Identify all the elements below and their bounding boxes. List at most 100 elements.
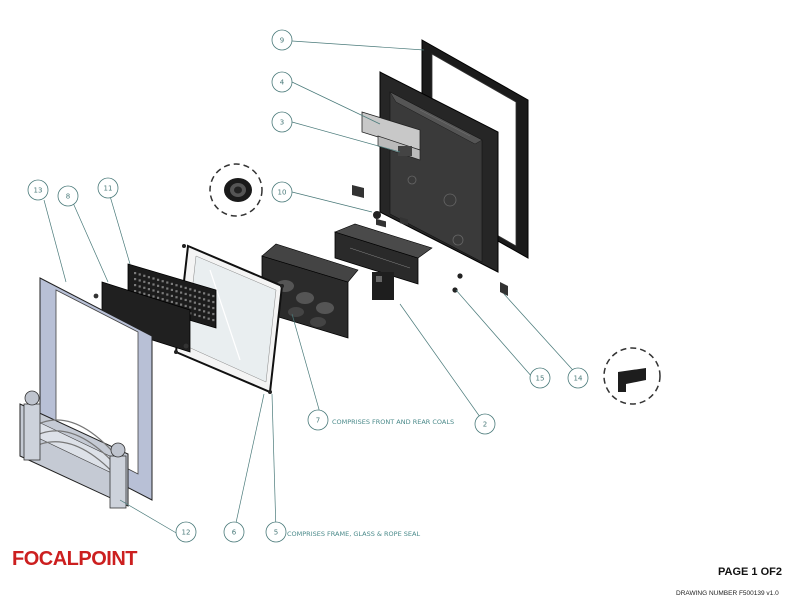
mesh-hole	[198, 302, 201, 306]
mesh-hole	[166, 287, 169, 290]
part-4-control-bracket	[361, 111, 421, 228]
mesh-hole	[207, 293, 210, 296]
mesh-hole	[175, 296, 178, 299]
mesh-hole	[212, 312, 215, 316]
mesh-hole	[152, 289, 155, 292]
callout-circle	[265, 521, 287, 543]
part-11-mesh-grille	[127, 263, 217, 329]
part-15-screw	[452, 273, 463, 293]
callout-number: 14	[574, 375, 583, 383]
mesh-hole	[143, 286, 146, 289]
mesh-hole	[203, 316, 206, 319]
callout-7: 7	[307, 409, 329, 431]
mesh-hole	[203, 304, 206, 307]
mesh-hole	[198, 290, 201, 294]
callout-13: 13	[27, 179, 49, 201]
callout-4: 4	[271, 71, 293, 93]
mesh-hole	[161, 280, 164, 283]
mesh-hole	[166, 299, 169, 302]
callout-number: 5	[274, 529, 278, 537]
mesh-hole	[193, 313, 196, 316]
mesh-hole	[138, 285, 141, 288]
callout-circle	[271, 181, 293, 203]
mesh-hole	[152, 295, 155, 298]
callout-number: 8	[66, 193, 70, 201]
mesh-hole	[189, 300, 192, 303]
mesh-hole	[152, 277, 155, 280]
callout-number: 11	[104, 185, 113, 193]
callout-number: 12	[182, 529, 191, 537]
mesh-hole	[212, 294, 215, 298]
callout-circle	[271, 111, 293, 133]
mesh-hole	[147, 282, 150, 285]
mesh-hole	[198, 296, 201, 300]
mesh-hole	[134, 290, 137, 293]
mesh-hole	[161, 292, 164, 295]
mesh-hole	[147, 288, 150, 291]
firebox-top-bracket	[352, 185, 364, 198]
mesh-hole	[193, 307, 196, 310]
mesh-hole	[170, 288, 173, 291]
mesh-hole	[138, 273, 141, 276]
mesh-hole	[166, 281, 169, 284]
focalpoint-logo: FOCALPOINT	[12, 548, 138, 570]
mesh-hole	[207, 305, 210, 308]
callout-15: 15	[529, 367, 551, 389]
callout-circle	[175, 521, 197, 543]
callout-number: 3	[280, 119, 284, 127]
mesh-hole	[152, 283, 155, 286]
mesh-hole	[184, 304, 187, 308]
leader-lines	[43, 40, 581, 535]
callout-6: 6	[223, 521, 245, 543]
mesh-hole	[189, 288, 192, 291]
callout-number: 10	[278, 189, 287, 197]
mesh-hole	[180, 285, 183, 288]
callout-circle	[474, 413, 496, 435]
mesh-hole	[134, 272, 137, 275]
mesh-hole	[184, 298, 187, 302]
callout-3: 3	[271, 111, 293, 133]
mesh-hole	[143, 292, 146, 295]
part-2-burner-tray	[334, 223, 433, 300]
mesh-hole	[170, 282, 173, 285]
mesh-hole	[147, 276, 150, 279]
callout-12: 12	[175, 521, 197, 543]
mesh-hole	[189, 306, 192, 309]
mesh-hole	[207, 299, 210, 302]
note-5-frame-glass: COMPRISES FRAME, GLASS & ROPE SEAL	[287, 530, 420, 538]
callout-circle	[223, 521, 245, 543]
mesh-hole	[212, 318, 215, 322]
mesh-hole	[180, 297, 183, 300]
note-7-coals: COMPRISES FRONT AND REAR COALS	[332, 418, 454, 426]
callout-circle	[57, 185, 79, 207]
mesh-hole	[203, 298, 206, 301]
mesh-hole	[212, 300, 215, 304]
callout-number: 4	[280, 79, 285, 87]
mesh-hole	[157, 296, 160, 299]
mesh-hole	[170, 294, 173, 297]
callout-number: 9	[280, 37, 284, 45]
mesh-hole	[134, 284, 137, 287]
mesh-hole	[193, 301, 196, 304]
mesh-hole	[207, 311, 210, 314]
mesh-hole	[157, 290, 160, 293]
mesh-hole	[138, 291, 141, 294]
mesh-hole	[175, 284, 178, 287]
mesh-hole	[189, 294, 192, 297]
callout-number: 15	[536, 375, 545, 383]
mesh-hole	[198, 314, 201, 318]
part-12-front-fret	[19, 390, 129, 509]
mesh-hole	[161, 286, 164, 289]
mesh-hole	[203, 310, 206, 313]
mesh-hole	[193, 289, 196, 292]
part-3-circuit-board	[377, 135, 421, 161]
mesh-hole	[184, 292, 187, 296]
callout-circle	[271, 29, 293, 51]
mesh-hole	[157, 278, 160, 281]
mesh-hole	[180, 291, 183, 294]
mesh-hole	[180, 303, 183, 306]
callout-number: 2	[483, 421, 487, 429]
mesh-hole	[175, 290, 178, 293]
mesh-hole	[207, 317, 210, 320]
